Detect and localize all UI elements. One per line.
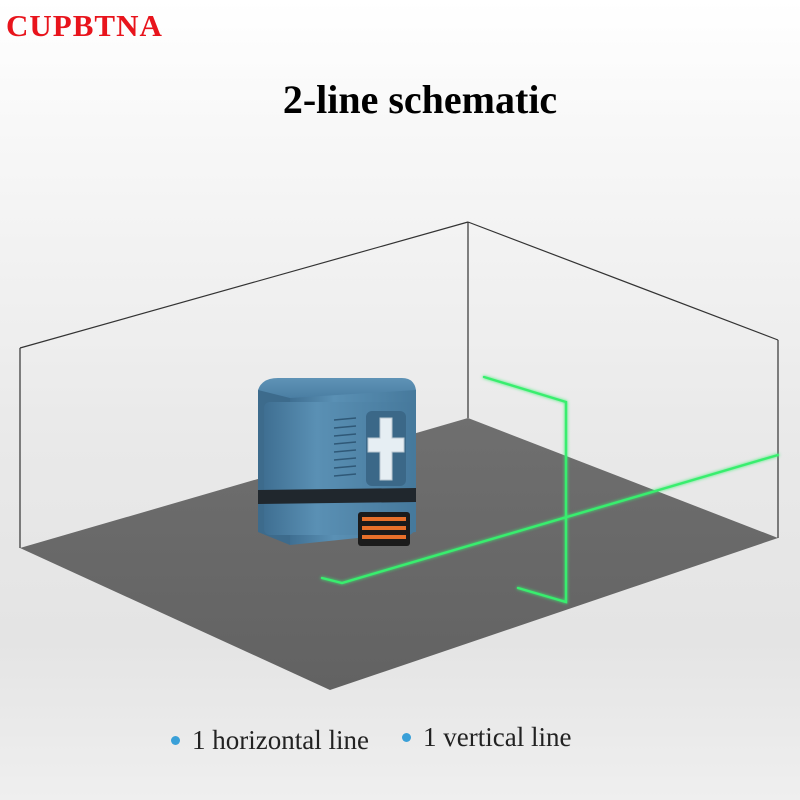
room-outline (19, 221, 779, 548)
floor (20, 418, 778, 690)
legend-vertical-label: 1 vertical line (423, 722, 572, 752)
back-right-top-edge (467, 221, 779, 341)
legend-vertical-line: 1 vertical line (402, 722, 571, 753)
bullet-icon (402, 733, 411, 742)
bullet-icon (171, 736, 180, 745)
page-title: 2-line schematic (282, 77, 558, 122)
laser-lines (320, 375, 780, 604)
back-left-top-edge (19, 221, 469, 349)
legend-horizontal-line: 1 horizontal line (171, 725, 369, 756)
horizontal-laser-line (320, 453, 780, 585)
cross-icon (366, 411, 406, 486)
vertical-laser-line (482, 375, 568, 604)
laser-level-device (258, 378, 416, 546)
legend-horizontal-label: 1 horizontal line (192, 725, 369, 755)
brand-logo: CUPBTNA (6, 8, 163, 43)
